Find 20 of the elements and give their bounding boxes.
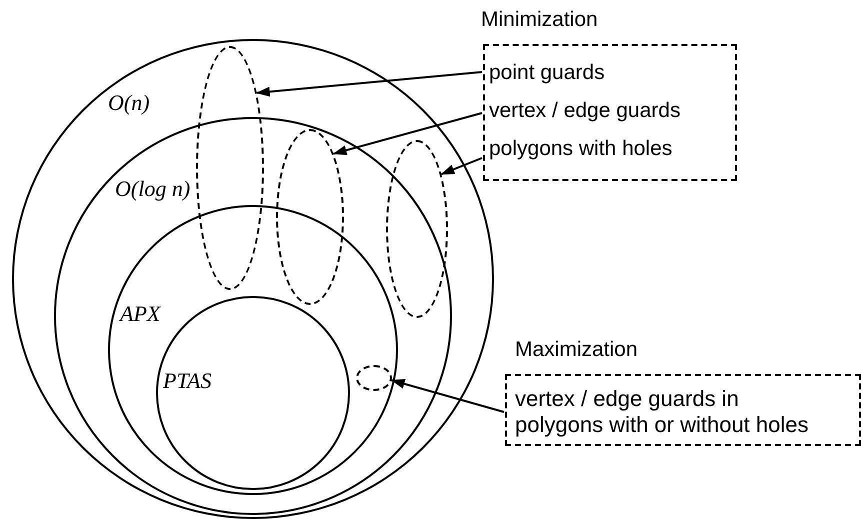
box-heading: Maximization <box>515 338 638 362</box>
class-circle <box>54 117 452 515</box>
class-label: O(n) <box>108 92 150 114</box>
box-heading: Minimization <box>481 8 598 32</box>
dashed-ellipse <box>386 140 448 318</box>
list-item: point guards <box>489 60 606 86</box>
arrow <box>390 378 504 413</box>
dashed-ellipse <box>276 129 344 305</box>
class-label: APX <box>120 303 160 325</box>
arrow <box>256 71 482 97</box>
class-label: PTAS <box>163 370 212 392</box>
class-circle <box>108 205 398 495</box>
list-item: polygons with holes <box>489 136 674 162</box>
list-item: vertex / edge guards <box>489 98 682 124</box>
box-text: vertex / edge guards in polygons with or without holes <box>515 386 810 438</box>
class-label: O(log n) <box>115 178 190 200</box>
arrow <box>332 112 482 156</box>
dashed-ellipse <box>356 365 392 391</box>
dashed-ellipse <box>196 46 264 290</box>
arrow <box>440 157 482 176</box>
